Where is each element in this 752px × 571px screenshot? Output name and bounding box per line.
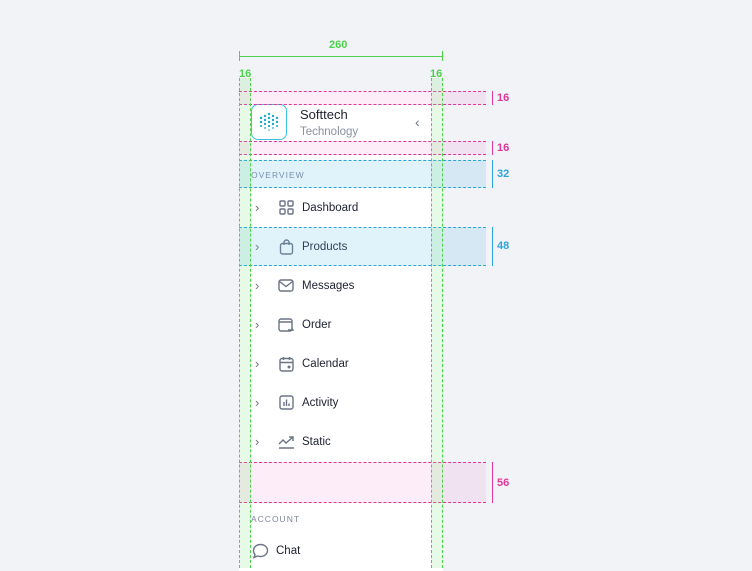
width-measure-line xyxy=(239,56,443,57)
section-overview: OVERVIEW xyxy=(251,170,305,180)
width-measure-tick xyxy=(239,51,240,61)
menu-item-label: Chat xyxy=(276,544,301,557)
menu-item-order[interactable]: › Order xyxy=(251,305,431,344)
top-measure-line xyxy=(492,91,493,105)
calendar-icon xyxy=(277,355,295,373)
gap-label: 56 xyxy=(497,477,510,489)
gap-overlay xyxy=(239,462,486,503)
chevron-right-icon: › xyxy=(255,356,260,371)
menu-item-label: Static xyxy=(302,435,331,448)
menu-item-label: Calendar xyxy=(302,357,349,370)
item-measure-line xyxy=(492,227,493,266)
chevron-right-icon: › xyxy=(255,200,260,215)
brand-logo xyxy=(251,104,287,140)
mail-icon xyxy=(277,277,295,295)
menu-item-dashboard[interactable]: › Dashboard xyxy=(251,188,431,227)
chevron-right-icon: › xyxy=(255,317,260,332)
menu-item-label: Dashboard xyxy=(302,201,359,214)
section-height-label: 32 xyxy=(497,168,510,180)
width-label: 260 xyxy=(329,39,348,51)
section-measure-line xyxy=(492,160,493,188)
chevron-right-icon: › xyxy=(255,278,260,293)
trend-icon xyxy=(277,433,295,451)
wallet-icon xyxy=(277,316,295,334)
brand-subtitle: Technology xyxy=(300,126,359,138)
width-measure-tick xyxy=(442,51,443,61)
brand-name: Softtech xyxy=(300,107,348,122)
chart-icon xyxy=(277,394,295,412)
menu-item-products[interactable]: › Products xyxy=(251,227,431,266)
chevron-right-icon: › xyxy=(255,434,260,449)
menu-item-label: Messages xyxy=(302,279,355,292)
padding-right-overlay xyxy=(431,78,443,568)
bag-icon xyxy=(277,238,295,256)
sidebar xyxy=(239,91,443,571)
padding-left-overlay xyxy=(239,78,251,568)
grid-icon xyxy=(277,199,295,217)
chevron-right-icon: › xyxy=(255,239,260,254)
menu-item-messages[interactable]: › Messages xyxy=(251,266,431,305)
section-size-overlay xyxy=(239,160,486,188)
spacing-overlay-header-bottom xyxy=(239,141,486,155)
menu-item-label: Products xyxy=(302,240,348,253)
chevron-right-icon: › xyxy=(255,395,260,410)
top-spacing-label: 16 xyxy=(497,92,510,104)
header-bottom-label: 16 xyxy=(497,142,510,154)
menu-item-label: Order xyxy=(302,318,332,331)
item-height-label: 48 xyxy=(497,240,510,252)
menu-item-activity[interactable]: › Activity xyxy=(251,383,431,422)
padding-left-label: 16 xyxy=(239,68,252,80)
collapse-sidebar-button[interactable]: ‹ xyxy=(415,114,420,130)
menu-item-static[interactable]: › Static xyxy=(251,422,431,461)
chat-icon xyxy=(251,542,269,560)
section-account: ACCOUNT xyxy=(251,514,301,524)
menu-item-chat[interactable]: Chat xyxy=(251,531,431,570)
gap-measure-line xyxy=(492,462,493,503)
menu-item-calendar[interactable]: › Calendar xyxy=(251,344,431,383)
item-size-overlay xyxy=(239,227,486,266)
menu-item-label: Activity xyxy=(302,396,339,409)
spacing-overlay-top xyxy=(239,91,486,105)
header-bottom-measure-line xyxy=(492,141,493,155)
padding-right-label: 16 xyxy=(430,68,443,80)
